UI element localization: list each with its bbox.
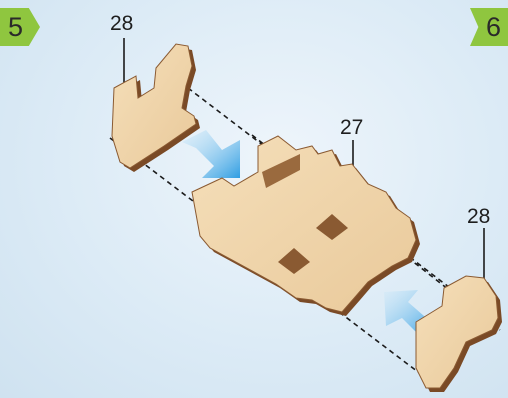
part-28-top bbox=[112, 44, 200, 172]
arrow-icon bbox=[182, 130, 240, 178]
part-number-27: 27 bbox=[340, 116, 363, 140]
part-number-28-bottom: 28 bbox=[467, 205, 490, 229]
part-28-bottom bbox=[416, 276, 502, 392]
part-number-28-top: 28 bbox=[110, 12, 133, 36]
